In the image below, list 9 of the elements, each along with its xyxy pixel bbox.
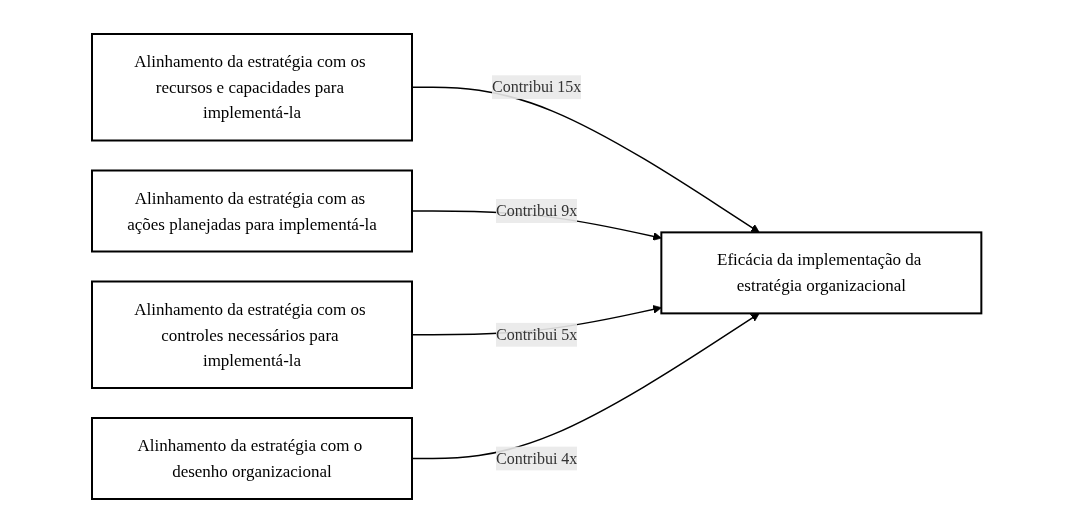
edge-label: Contribui 9x xyxy=(496,201,578,219)
node-box: Alinhamento da estratégia com os controles necessários para implementá-la xyxy=(91,280,414,389)
node-box: Eficácia da implementação da estratégia organizacional xyxy=(660,230,983,314)
edge-label: Contribui 4x xyxy=(496,449,578,466)
edge-label: Contribui 5x xyxy=(496,325,578,343)
node-box: Alinhamento da estratégia com os recursos e capacidades para implementá-la xyxy=(91,32,414,141)
edge-label: Contribui 15x xyxy=(492,77,582,95)
node-box: Alinhamento da estratégia com o desenho organizacional xyxy=(91,416,414,500)
node-box: Alinhamento da estratégia com as ações planejadas para implementá-la xyxy=(91,169,414,252)
